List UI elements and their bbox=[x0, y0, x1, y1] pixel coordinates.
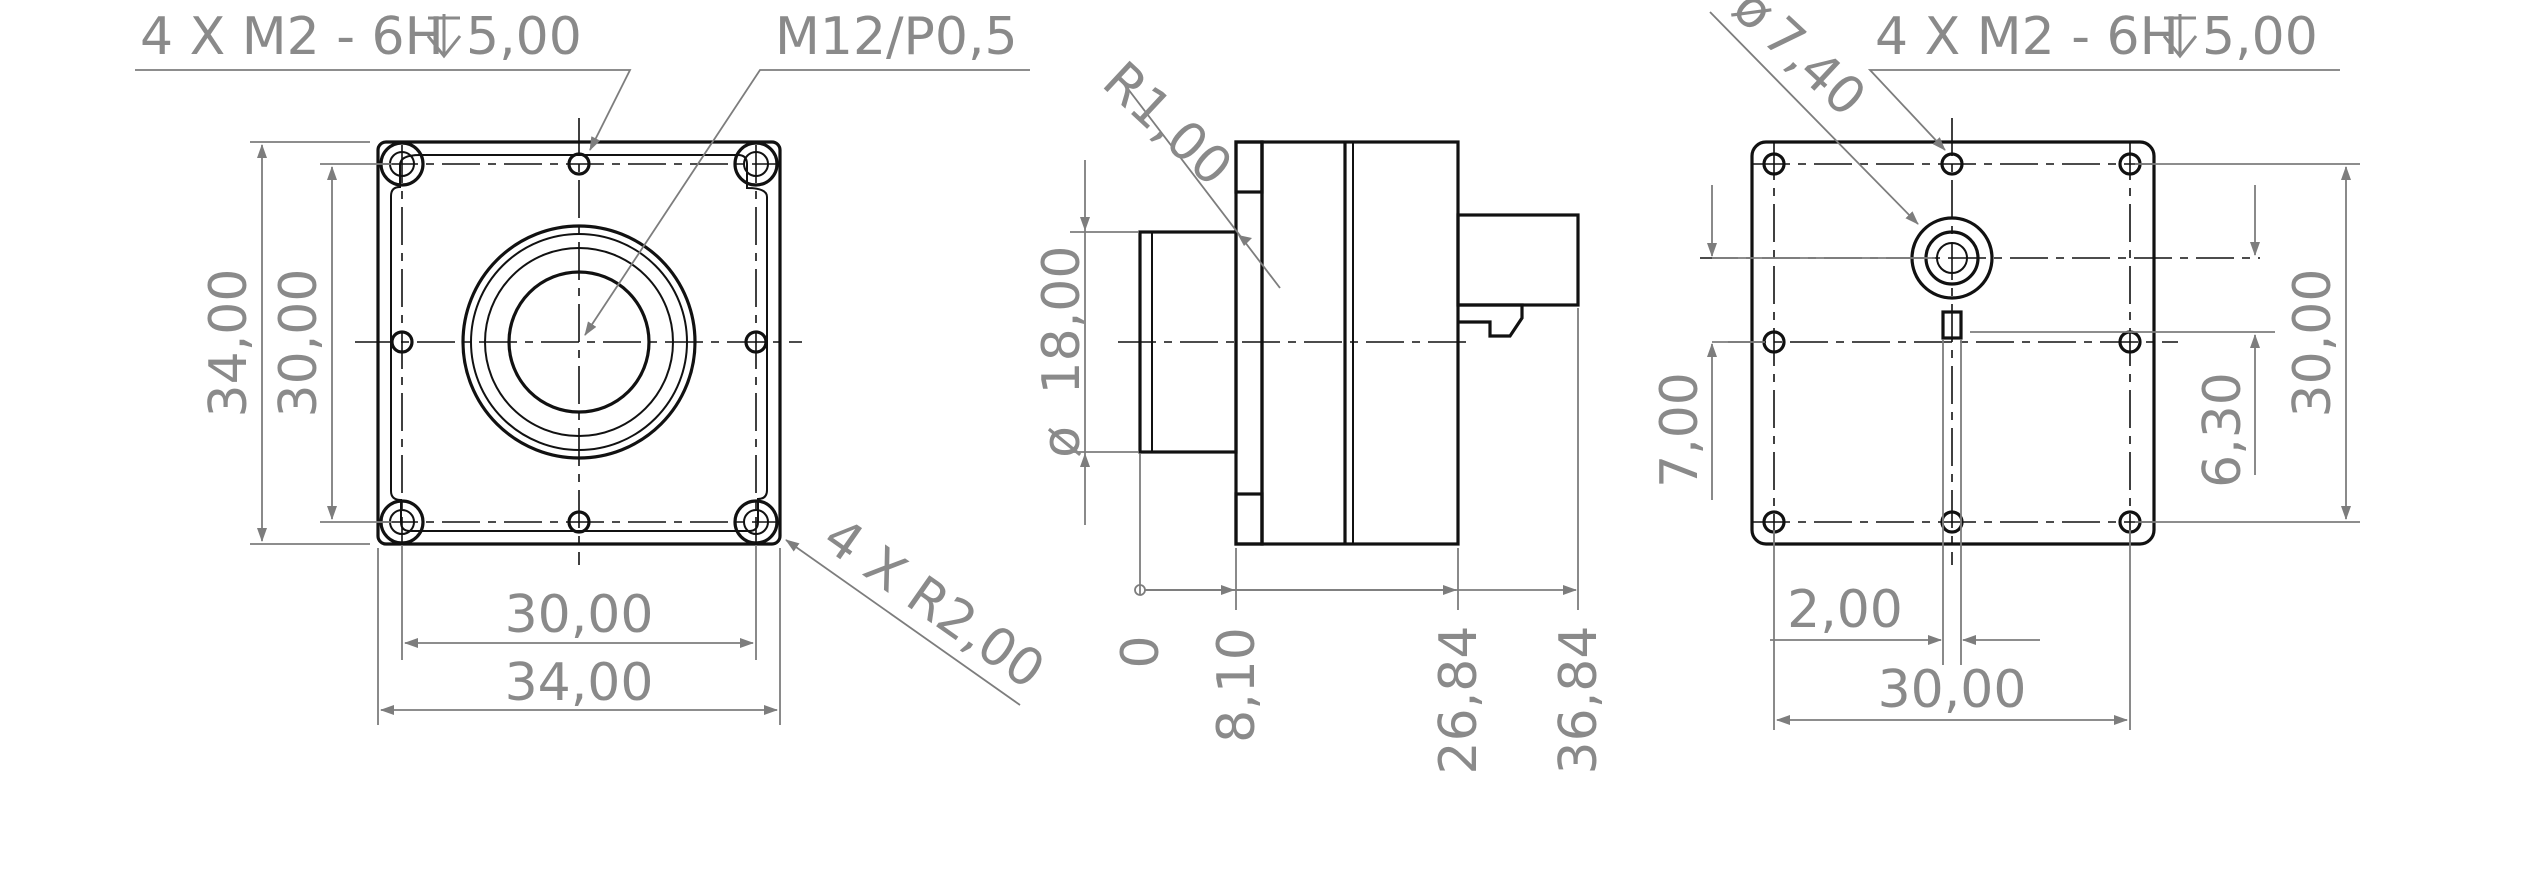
front-width-outer: 34,00 bbox=[505, 653, 654, 713]
front-view: 4 X M2 - 6H 5,00 M12/P0,5 34,00 30,00 bbox=[135, 7, 1055, 725]
front-thread-callout: 4 X M2 - 6H 5,00 bbox=[135, 7, 632, 151]
ordinate-36-84: 36,84 bbox=[1549, 626, 1609, 775]
front-height-holes: 30,00 bbox=[269, 269, 329, 418]
fillet-callout: R1,00 bbox=[1091, 51, 1281, 289]
rear-thread-label: 4 X M2 - 6H bbox=[1875, 7, 2179, 67]
ordinate-26-84: 26,84 bbox=[1429, 626, 1489, 775]
lens-thread-callout: M12/P0,5 bbox=[584, 7, 1030, 336]
front-width-holes: 30,00 bbox=[505, 585, 654, 645]
connector-diameter-value: 7,40 bbox=[1751, 6, 1877, 129]
lens-diameter-symbol: ø bbox=[1032, 426, 1092, 458]
lens-thread-label: M12/P0,5 bbox=[775, 7, 1018, 67]
depth-symbol-icon bbox=[2162, 14, 2198, 59]
lens-diameter-dim: ø 18,00 bbox=[1032, 160, 1138, 525]
front-height-outer: 34,00 bbox=[199, 269, 259, 418]
rear-view-body bbox=[1750, 140, 2156, 546]
connector-offset-dim: 6,30 bbox=[1970, 185, 2275, 488]
front-width-dims: 30,00 34,00 bbox=[377, 545, 781, 725]
rear-width-holes: 30,00 bbox=[1878, 660, 2027, 720]
rear-view: ø 7,40 4 X M2 - 6H 5,00 30,00 6, bbox=[1650, 0, 2360, 730]
lens-diameter-value: 18,00 bbox=[1032, 246, 1092, 395]
corner-radius-label: 4 X R2,00 bbox=[813, 506, 1055, 701]
depth-symbol-icon bbox=[426, 14, 462, 59]
rear-height-holes: 30,00 bbox=[2283, 269, 2343, 418]
front-centerlines bbox=[355, 118, 802, 565]
ordinate-0: 0 bbox=[1111, 635, 1171, 668]
ordinate-dims: 0 8,10 26,84 36,84 bbox=[1111, 308, 1609, 774]
rear-thread-callout: 4 X M2 - 6H 5,00 bbox=[1867, 7, 2340, 151]
vertical-offset-value: 7,00 bbox=[1650, 372, 1710, 488]
side-view: R1,00 ø 18,00 0 8,10 26,84 36,84 bbox=[1032, 51, 1609, 775]
rear-width-dim: 30,00 bbox=[1773, 530, 2131, 730]
front-thread-depth: 5,00 bbox=[466, 7, 582, 67]
rear-centerlines bbox=[1700, 118, 2260, 565]
side-view-body bbox=[1138, 140, 1580, 546]
vertical-offset-dim: 7,00 bbox=[1650, 185, 1935, 500]
rear-thread-depth: 5,00 bbox=[2202, 7, 2318, 67]
fillet-label: R1,00 bbox=[1091, 51, 1243, 198]
horizontal-offset-dim: 2,00 bbox=[1770, 340, 2040, 665]
horizontal-offset-value: 2,00 bbox=[1787, 580, 1903, 640]
ordinate-8-10: 8,10 bbox=[1207, 627, 1267, 743]
front-thread-label: 4 X M2 - 6H bbox=[140, 7, 444, 67]
front-height-dims: 34,00 30,00 bbox=[199, 141, 392, 545]
corner-radius-callout: 4 X R2,00 bbox=[785, 506, 1055, 706]
connector-offset-value: 6,30 bbox=[2193, 372, 2253, 488]
rear-height-dim: 30,00 bbox=[2135, 163, 2360, 523]
